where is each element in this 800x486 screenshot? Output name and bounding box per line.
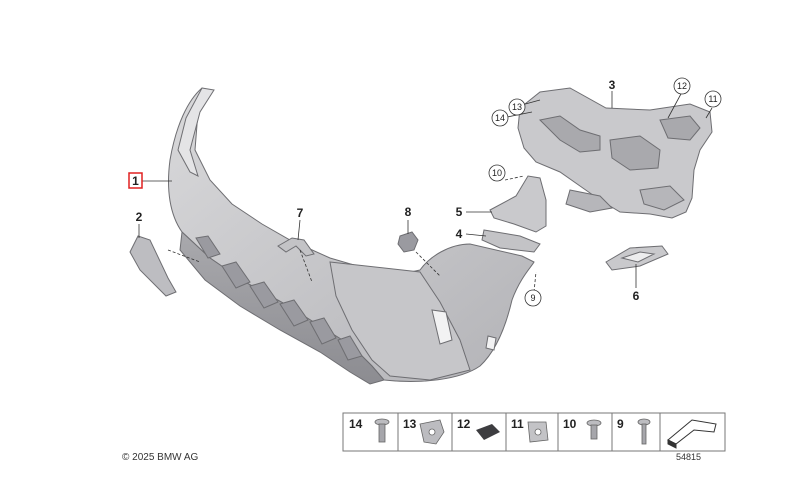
clip-nut-icon (419, 419, 445, 445)
legend-label-11: 11 (511, 417, 524, 431)
spring-nut-icon (527, 421, 549, 443)
callout-11: 11 (708, 94, 717, 104)
callout-4: 4 (456, 227, 463, 241)
legend-label-10: 10 (563, 417, 577, 431)
bumper-carrier (517, 87, 713, 219)
bolt-icon (586, 419, 602, 440)
legend-label-9: 9 (617, 417, 624, 431)
part-1-highlight-box (128, 172, 143, 189)
callout-13: 13 (512, 102, 522, 112)
clip-part-7 (277, 237, 315, 257)
bracket-part-4 (481, 229, 541, 253)
callout-8: 8 (405, 205, 412, 219)
callout-12-circle (673, 77, 691, 95)
document-id: 54815 (676, 452, 702, 462)
sensor-holder-part-8 (397, 231, 419, 253)
legend-label-14: 14 (349, 417, 363, 431)
callout-10-circle (488, 164, 506, 182)
guide-part-5 (489, 175, 547, 233)
callout-7: 7 (297, 206, 304, 220)
callout-9-circle (524, 289, 542, 307)
callout-6: 6 (633, 289, 640, 303)
callout-5: 5 (456, 205, 463, 219)
callout-9: 9 (530, 293, 535, 303)
callout-1: 1 (132, 174, 139, 188)
trim-strip (129, 235, 177, 297)
copyright-text: © 2025 BMW AG (122, 452, 199, 463)
fastener-legend: 14 13 12 11 10 9 (342, 412, 726, 452)
pad-icon (476, 424, 500, 440)
callout-14-circle (491, 109, 509, 127)
callout-14: 14 (495, 113, 505, 123)
legend-label-13: 13 (403, 417, 417, 431)
legend-label-12: 12 (457, 417, 471, 431)
rivet-icon (637, 418, 651, 445)
callout-2: 2 (136, 210, 143, 224)
callout-10: 10 (492, 168, 502, 178)
bumper-cover (168, 87, 535, 385)
arrow-shape-icon (667, 419, 717, 449)
lower-trim-part-6 (605, 245, 669, 271)
callout-13-circle (508, 98, 526, 116)
callout-12: 12 (677, 81, 687, 91)
callout-11-circle (704, 90, 722, 108)
screw-icon (374, 418, 390, 443)
callout-3: 3 (609, 78, 616, 92)
leader-lines (138, 91, 713, 293)
